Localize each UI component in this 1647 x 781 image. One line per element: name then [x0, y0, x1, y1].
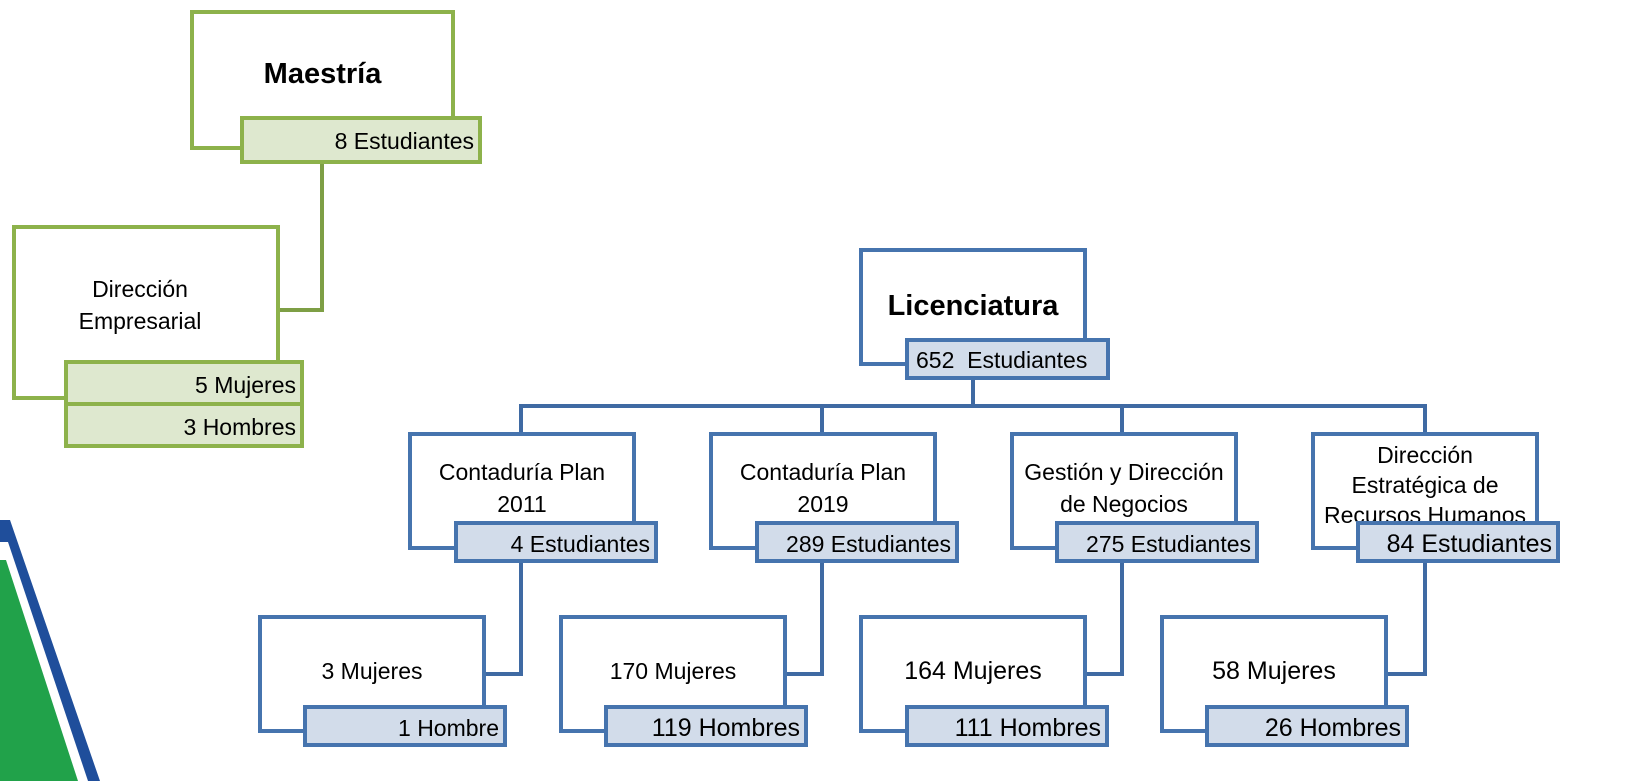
branch-drop	[1423, 404, 1427, 434]
child-connector-vertical	[1423, 560, 1427, 676]
program-name-line: 2011	[497, 491, 547, 517]
program-count-text: 4 Estudiantes	[510, 531, 650, 557]
hombres-label: 3 Hombres	[64, 402, 304, 448]
program-count-label: 84 Estudiantes	[1356, 521, 1560, 563]
program-name: Contaduría Plan 2019	[713, 456, 933, 520]
program-count-label: 4 Estudiantes	[454, 521, 658, 563]
child-connector-vertical	[820, 560, 824, 676]
hombres-text: 3 Hombres	[183, 414, 296, 440]
mujeres-text: 58 Mujeres	[1212, 657, 1336, 685]
hombres-label: 26 Hombres	[1205, 705, 1409, 747]
mujeres-text: 164 Mujeres	[904, 657, 1042, 685]
program-count-label: 289 Estudiantes	[755, 521, 959, 563]
program-name-line: Contaduría Plan	[438, 459, 606, 485]
hombres-text: 119 Hombres	[651, 714, 800, 742]
child-connector-horizontal	[484, 672, 523, 676]
mujeres-text: 170 Mujeres	[609, 658, 737, 684]
maestria-count-text: 8 Estudiantes	[334, 128, 474, 154]
hombres-label: 119 Hombres	[604, 705, 808, 747]
branch-drop	[1120, 404, 1124, 434]
hombres-text: 26 Hombres	[1264, 714, 1401, 742]
branch-drop	[519, 404, 523, 434]
mujeres-text: 5 Mujeres	[195, 372, 296, 398]
child-connector-horizontal	[1387, 672, 1427, 676]
branch-drop	[820, 404, 824, 434]
child-connector-horizontal	[785, 672, 824, 676]
maestria-count-label: 8 Estudiantes	[240, 116, 482, 164]
maestria-connector-vertical	[320, 162, 324, 312]
mujeres-label: 5 Mujeres	[64, 360, 304, 406]
program-name-line: Gestión y Dirección	[1024, 459, 1224, 485]
program-name: Gestión y Dirección de Negocios	[1014, 456, 1234, 520]
licenciatura-count-label: 652 Estudiantes	[905, 338, 1110, 380]
program-name-line: Dirección	[92, 276, 188, 302]
program-count-text: 84 Estudiantes	[1386, 530, 1552, 558]
program-name-line: Estratégica de	[1351, 472, 1499, 498]
hombres-label: 111 Hombres	[905, 705, 1109, 747]
program-name-line: 2019	[797, 491, 849, 517]
child-connector-vertical	[519, 560, 523, 676]
green-stripe	[0, 560, 78, 781]
program-name: Dirección Empresarial	[4, 273, 276, 337]
licenciatura-trunk	[971, 378, 975, 408]
licenciatura-title: Licenciatura	[887, 290, 1059, 322]
program-count-text: 275 Estudiantes	[1086, 531, 1251, 557]
program-count-label: 275 Estudiantes	[1055, 521, 1259, 563]
program-name: Dirección Estratégica de Recursos Humano…	[1315, 440, 1535, 530]
mujeres-text: 3 Mujeres	[321, 658, 423, 684]
program-name-line: Contaduría Plan	[739, 459, 907, 485]
licenciatura-branch-bar	[519, 404, 1427, 408]
hombres-label: 1 Hombre	[303, 705, 507, 747]
licenciatura-count-text: 652 Estudiantes	[916, 347, 1088, 373]
hombres-text: 1 Hombre	[398, 715, 499, 741]
program-name-line: de Negocios	[1060, 491, 1188, 517]
corner-stripes-decoration	[0, 520, 100, 781]
maestria-connector-horizontal	[278, 308, 324, 312]
child-connector-vertical	[1120, 560, 1124, 676]
child-connector-horizontal	[1085, 672, 1124, 676]
program-name-line: Empresarial	[78, 308, 202, 334]
program-name: Contaduría Plan 2011	[412, 456, 632, 520]
program-count-text: 289 Estudiantes	[786, 531, 951, 557]
program-name-line: Dirección	[1377, 442, 1473, 468]
maestria-title: Maestría	[263, 58, 382, 90]
hombres-text: 111 Hombres	[954, 714, 1101, 742]
